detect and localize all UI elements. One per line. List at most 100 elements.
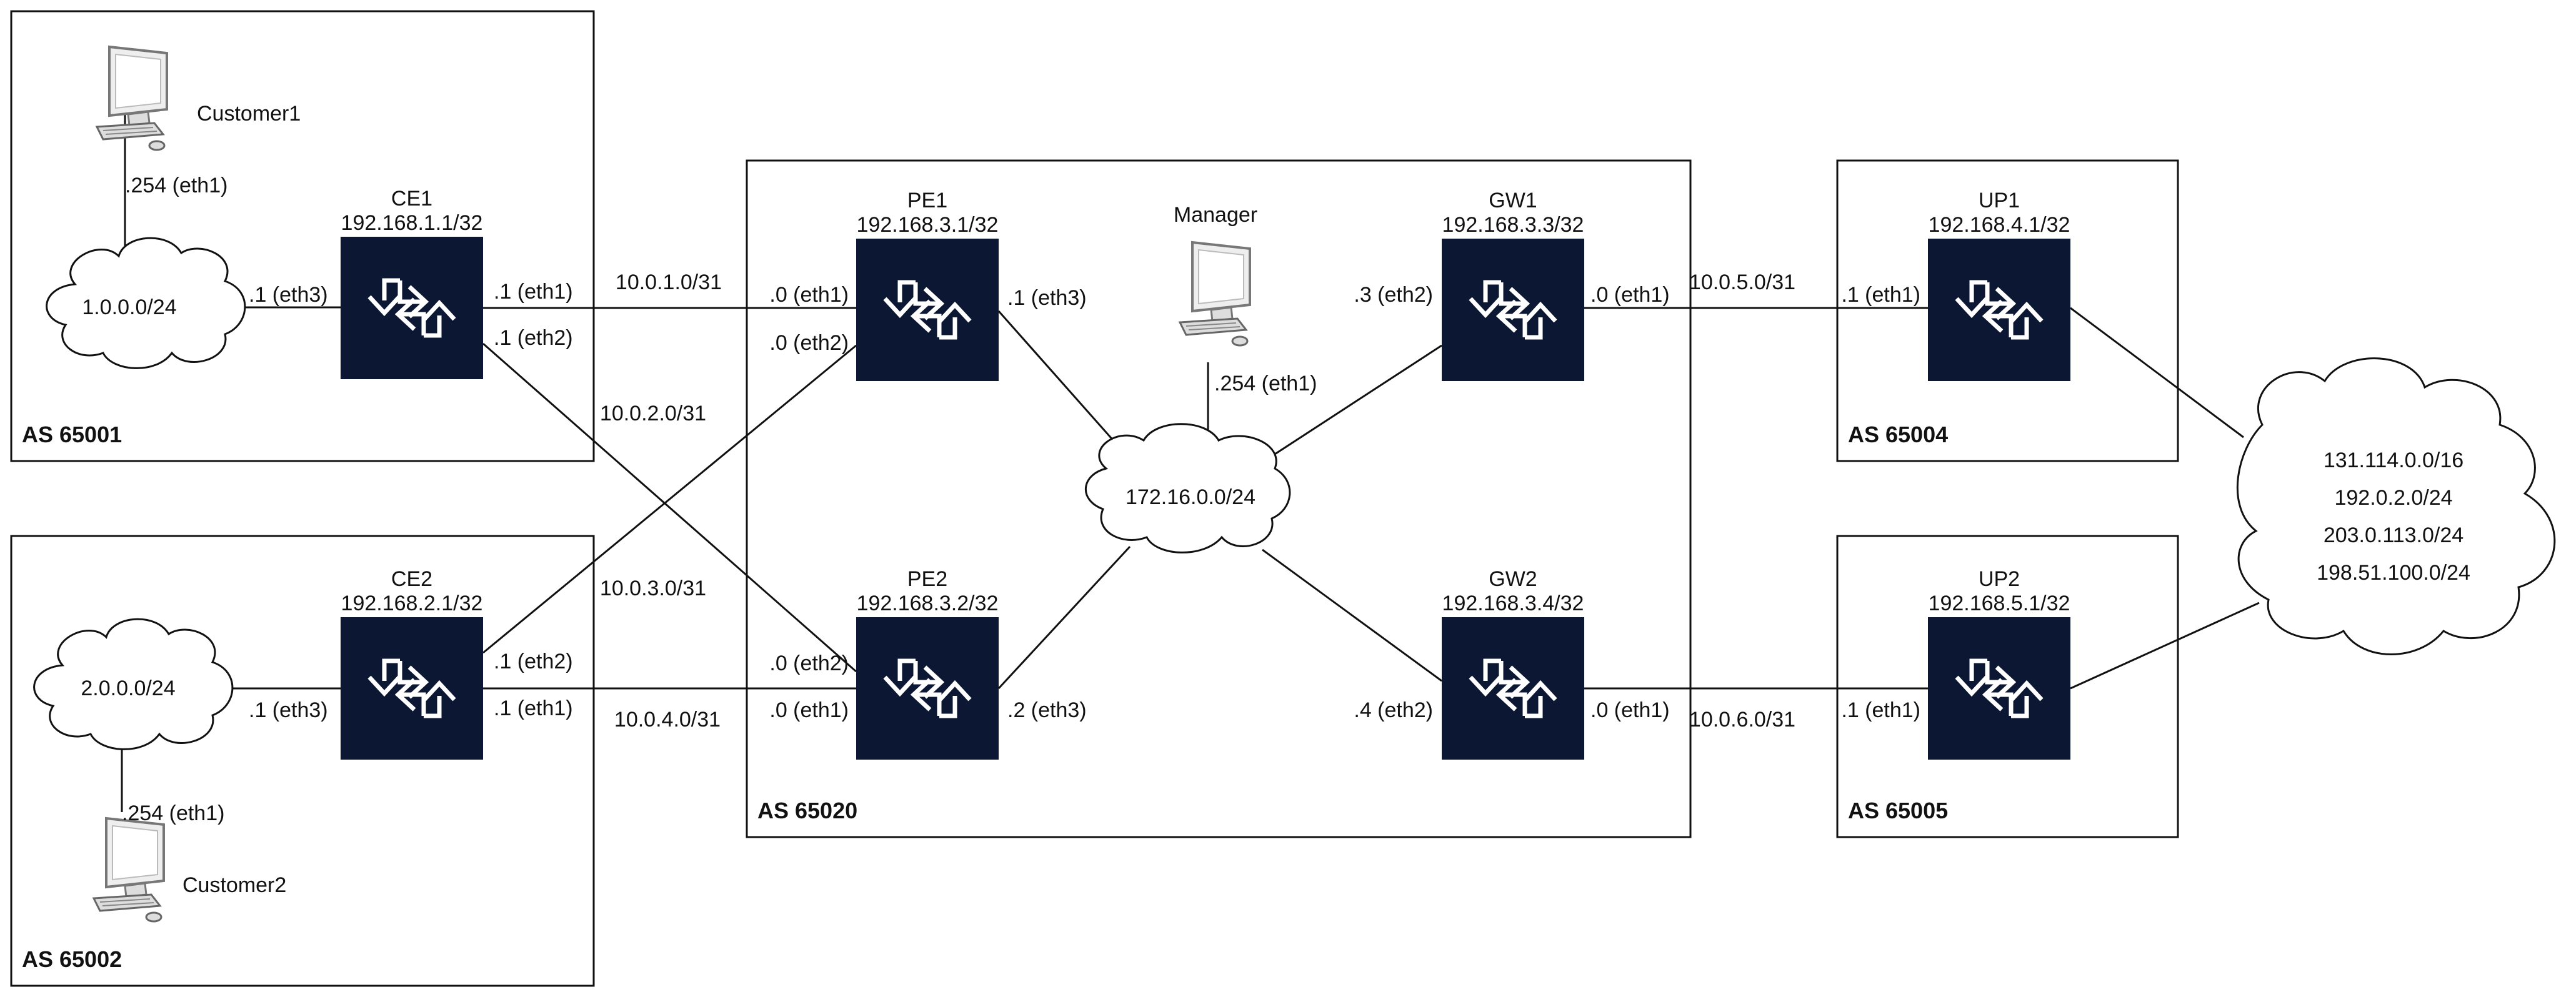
- router-icon: [1928, 617, 2070, 760]
- internet-prefix-2: 192.0.2.0/24: [2334, 486, 2452, 510]
- router-ce2-name: CE2: [391, 567, 432, 591]
- subnet-ce2-pe1: 10.0.3.0/31: [600, 577, 706, 600]
- iface-pe1-eth1: .0 (eth1): [769, 283, 849, 307]
- router-icon: [341, 617, 483, 760]
- iface-pe2-eth1: .0 (eth1): [769, 698, 849, 722]
- as-65005-label: AS 65005: [1848, 798, 1948, 823]
- router-gw2-ip: 192.168.3.4/32: [1442, 592, 1584, 615]
- cloud-icon: [2236, 357, 2556, 655]
- iface-customer2: .254 (eth1): [122, 801, 224, 825]
- as-65001-label: AS 65001: [22, 422, 122, 447]
- host-manager-name: Manager: [1174, 203, 1257, 227]
- as-65020-label: AS 65020: [757, 798, 857, 823]
- link-up2-internet: [2070, 602, 2260, 690]
- router-up1-ip: 192.168.4.1/32: [1929, 213, 2070, 237]
- router-icon: [856, 239, 999, 381]
- router-icon: [1928, 239, 2070, 381]
- iface-ce2-eth3: .1 (eth3): [249, 698, 328, 722]
- router-up2: UP2 192.168.5.1/32: [1928, 567, 2070, 760]
- subnet-gw2-up2: 10.0.6.0/31: [1689, 708, 1795, 732]
- router-ce1-ip: 192.168.1.1/32: [341, 211, 483, 235]
- host-customer2: Customer2: [92, 817, 286, 923]
- router-pe1-name: PE1: [907, 189, 947, 212]
- computer-icon: [1179, 241, 1251, 347]
- as-65005-box: [1836, 535, 2179, 838]
- computer-icon: [92, 817, 165, 923]
- router-pe1: PE1 192.168.3.1/32: [856, 189, 999, 381]
- router-up2-ip: 192.168.5.1/32: [1929, 592, 2070, 615]
- link-core-gw1: [1262, 344, 1442, 464]
- internet-prefix-3: 203.0.113.0/24: [2324, 523, 2464, 547]
- router-gw2-name: GW2: [1489, 567, 1537, 591]
- cloud-net1-label: 1.0.0.0/24: [82, 295, 176, 319]
- internet-prefix-4: 198.51.100.0/24: [2317, 561, 2470, 585]
- as-65004-box: [1836, 159, 2179, 462]
- iface-gw1-eth2: .3 (eth2): [1354, 283, 1433, 307]
- cloud-core-label: 172.16.0.0/24: [1126, 485, 1256, 509]
- cloud-net2: 2.0.0.0/24: [33, 618, 234, 750]
- iface-gw1-eth1: .0 (eth1): [1590, 283, 1670, 307]
- as-65020-box: [746, 159, 1692, 838]
- router-pe2: PE2 192.168.3.2/32: [856, 567, 999, 760]
- router-pe1-ip: 192.168.3.1/32: [857, 213, 999, 237]
- cloud-icon: [1085, 423, 1291, 553]
- iface-gw2-eth1: .0 (eth1): [1590, 698, 1670, 722]
- iface-pe2-eth2: .0 (eth2): [769, 652, 849, 675]
- router-icon: [341, 237, 483, 379]
- iface-pe2-eth3: .2 (eth3): [1007, 698, 1087, 722]
- cloud-internet: 131.114.0.0/16 192.0.2.0/24 203.0.113.0/…: [2236, 357, 2556, 655]
- as-65002-box: [10, 535, 595, 987]
- iface-pe1-eth3: .1 (eth3): [1007, 286, 1087, 310]
- iface-up1-eth1: .1 (eth1): [1841, 283, 1920, 307]
- router-gw1-name: GW1: [1489, 189, 1537, 212]
- link-up1-internet: [2070, 307, 2244, 439]
- cloud-core: 172.16.0.0/24: [1085, 423, 1291, 553]
- subnet-ce2-pe2: 10.0.4.0/31: [614, 708, 721, 732]
- router-up2-name: UP2: [1979, 567, 2020, 591]
- iface-up2-eth1: .1 (eth1): [1841, 698, 1920, 722]
- router-ce2: CE2 192.168.2.1/32: [341, 567, 483, 760]
- router-icon: [856, 617, 999, 760]
- host-manager: Manager: [1174, 203, 1257, 347]
- as-65002-label: AS 65002: [22, 946, 122, 972]
- router-pe2-name: PE2: [907, 567, 947, 591]
- link-ce1-pe2: [482, 342, 857, 673]
- router-icon: [1442, 617, 1584, 760]
- iface-ce1-eth2: .1 (eth2): [494, 326, 573, 350]
- cloud-icon: [46, 237, 246, 369]
- cloud-net1: 1.0.0.0/24: [46, 237, 246, 369]
- link-ce2-pe1: [482, 344, 857, 654]
- iface-ce1-eth3: .1 (eth3): [249, 283, 328, 307]
- router-ce1-name: CE1: [391, 187, 432, 211]
- subnet-gw1-up1: 10.0.5.0/31: [1689, 270, 1795, 294]
- link-core-gw2: [1262, 548, 1442, 682]
- cloud-net2-label: 2.0.0.0/24: [81, 677, 175, 700]
- iface-ce1-eth1: .1 (eth1): [494, 280, 573, 304]
- cloud-icon: [33, 618, 234, 750]
- iface-manager: .254 (eth1): [1214, 372, 1317, 395]
- router-gw1: GW1 192.168.3.3/32: [1442, 189, 1584, 381]
- router-gw2: GW2 192.168.3.4/32: [1442, 567, 1584, 760]
- iface-ce2-eth2: .1 (eth2): [494, 650, 573, 673]
- subnet-ce1-pe1: 10.0.1.0/31: [616, 270, 722, 294]
- router-up1: UP1 192.168.4.1/32: [1928, 189, 2070, 381]
- host-customer1: Customer1: [96, 46, 301, 151]
- router-gw1-ip: 192.168.3.3/32: [1442, 213, 1584, 237]
- subnet-ce1-pe2: 10.0.2.0/31: [600, 402, 706, 425]
- router-ce2-ip: 192.168.2.1/32: [341, 592, 483, 615]
- host-customer2-name: Customer2: [182, 873, 286, 897]
- as-65001-box: [10, 10, 595, 462]
- host-customer1-name: Customer1: [197, 102, 301, 126]
- iface-pe1-eth2: .0 (eth2): [769, 331, 849, 355]
- as-65004-label: AS 65004: [1848, 422, 1948, 447]
- iface-customer1: .254 (eth1): [125, 174, 227, 197]
- router-icon: [1442, 239, 1584, 381]
- internet-prefix-1: 131.114.0.0/16: [2324, 449, 2464, 472]
- link-pe1-core: [997, 310, 1131, 460]
- router-ce1: CE1 192.168.1.1/32: [341, 187, 483, 379]
- computer-icon: [96, 46, 168, 151]
- iface-ce2-eth1: .1 (eth1): [494, 697, 573, 720]
- router-pe2-ip: 192.168.3.2/32: [857, 592, 999, 615]
- iface-gw2-eth2: .4 (eth2): [1354, 698, 1433, 722]
